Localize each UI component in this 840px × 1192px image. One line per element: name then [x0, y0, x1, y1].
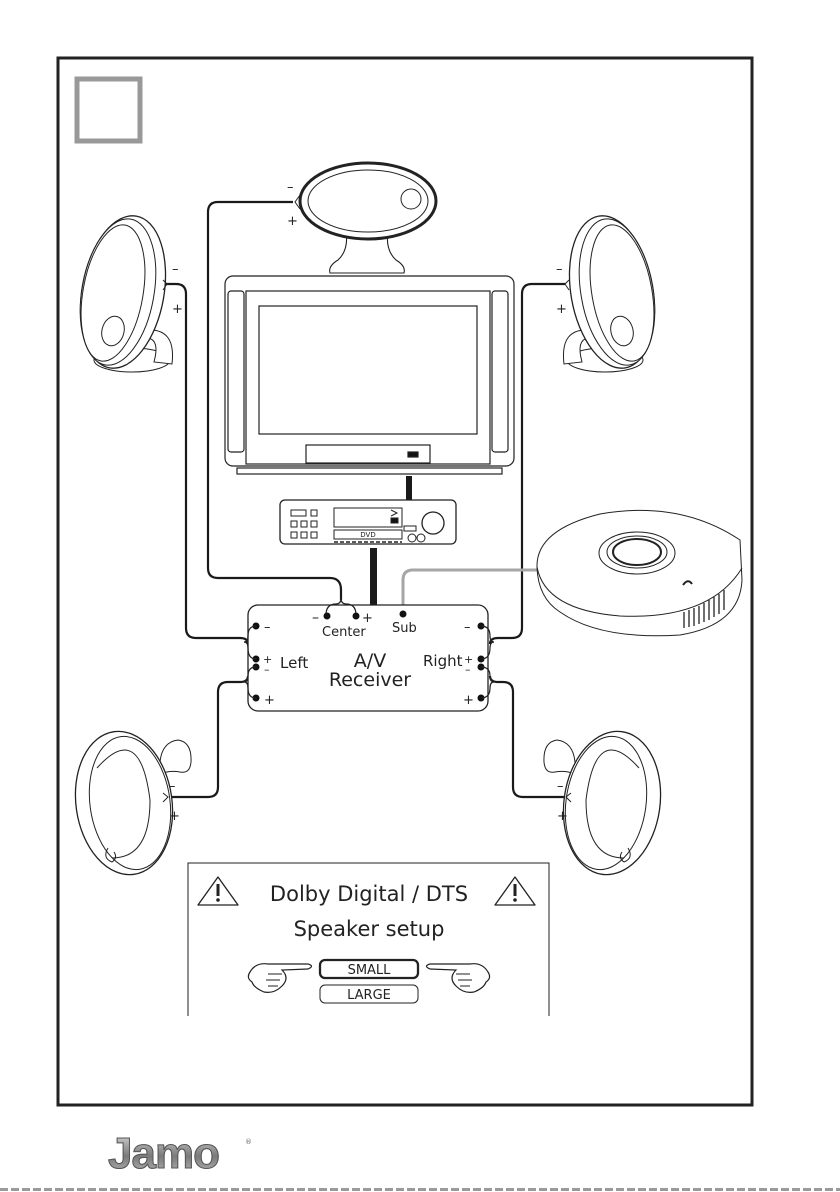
warning-triangle-icon [197, 876, 239, 906]
dvd-label: DVD [360, 531, 375, 539]
subwoofer [536, 509, 743, 637]
option-small [318, 958, 420, 980]
label-sub: Sub [392, 621, 417, 636]
terminal-center-minus [323, 612, 331, 620]
cable-sub [401, 568, 538, 614]
rl-plus: + [169, 809, 180, 824]
rr-minus: – [557, 779, 564, 794]
rl-minus: – [169, 779, 176, 794]
polarity-rl-minus: – [264, 663, 270, 676]
tv-indicator [407, 451, 419, 458]
polarity-rl-plus: + [264, 693, 275, 708]
front-left-speaker [79, 215, 174, 373]
label-center: Center [322, 625, 366, 640]
option-large-label: LARGE [347, 988, 391, 1003]
rear-left-speaker [74, 730, 192, 876]
notice-title: Dolby Digital / DTS [270, 882, 468, 906]
receiver-title-line2: Receiver [329, 669, 411, 691]
cable-center [206, 200, 343, 600]
cable-rear-right [488, 675, 565, 799]
page-frame [56, 56, 754, 1107]
center-speaker [294, 161, 438, 274]
fr-minus: – [556, 262, 563, 277]
center-speaker-minus: – [287, 180, 294, 195]
option-small-label: SMALL [348, 963, 392, 978]
polarity-center-minus: – [312, 610, 319, 626]
cable-tv-dvd [406, 476, 412, 500]
speaker-setup-notice: Dolby Digital / DTS Speaker setup SMALL … [187, 862, 550, 1016]
rear-right-speaker [543, 730, 662, 876]
receiver-title-line1: A/V [354, 650, 386, 672]
cable-dvd-receiver [370, 548, 377, 606]
cable-front-right [488, 282, 565, 645]
television [224, 275, 515, 475]
speaker-cables [163, 200, 565, 799]
dvd-player [279, 499, 457, 545]
polarity-rr-plus: + [463, 693, 474, 708]
jamo-logo: Jamo [108, 1129, 221, 1178]
av-receiver: – + Center Sub – + – + Left Right – + – … [243, 597, 495, 712]
pointing-hand-icon [247, 963, 313, 993]
polarity-fl-minus: – [264, 620, 271, 635]
warning-triangle-icon [494, 876, 536, 906]
polarity-center-plus: + [362, 611, 373, 626]
fl-plus: + [172, 302, 183, 317]
fr-plus: + [556, 302, 567, 317]
page-edge-dashes [0, 1188, 840, 1191]
polarity-fl-plus: + [263, 653, 272, 666]
polarity-fr-plus: + [464, 653, 473, 666]
step-number-box [74, 76, 143, 144]
terminal-center-plus [352, 612, 360, 620]
polarity-rr-minus: – [465, 663, 471, 676]
pointing-hand-icon [425, 963, 491, 993]
option-large [319, 984, 419, 1004]
registered-mark: ® [245, 1138, 252, 1146]
cable-rear-left [163, 675, 250, 799]
fl-minus: – [172, 262, 179, 277]
notice-subtitle: Speaker setup [294, 917, 445, 941]
polarity-fr-minus: – [464, 620, 471, 635]
cable-front-left [165, 282, 250, 645]
rr-plus: + [557, 809, 568, 824]
terminal-sub [399, 610, 407, 618]
label-right: Right [423, 652, 463, 670]
front-right-speaker [562, 215, 656, 373]
label-left: Left [280, 654, 308, 672]
center-speaker-plus: + [287, 214, 298, 229]
